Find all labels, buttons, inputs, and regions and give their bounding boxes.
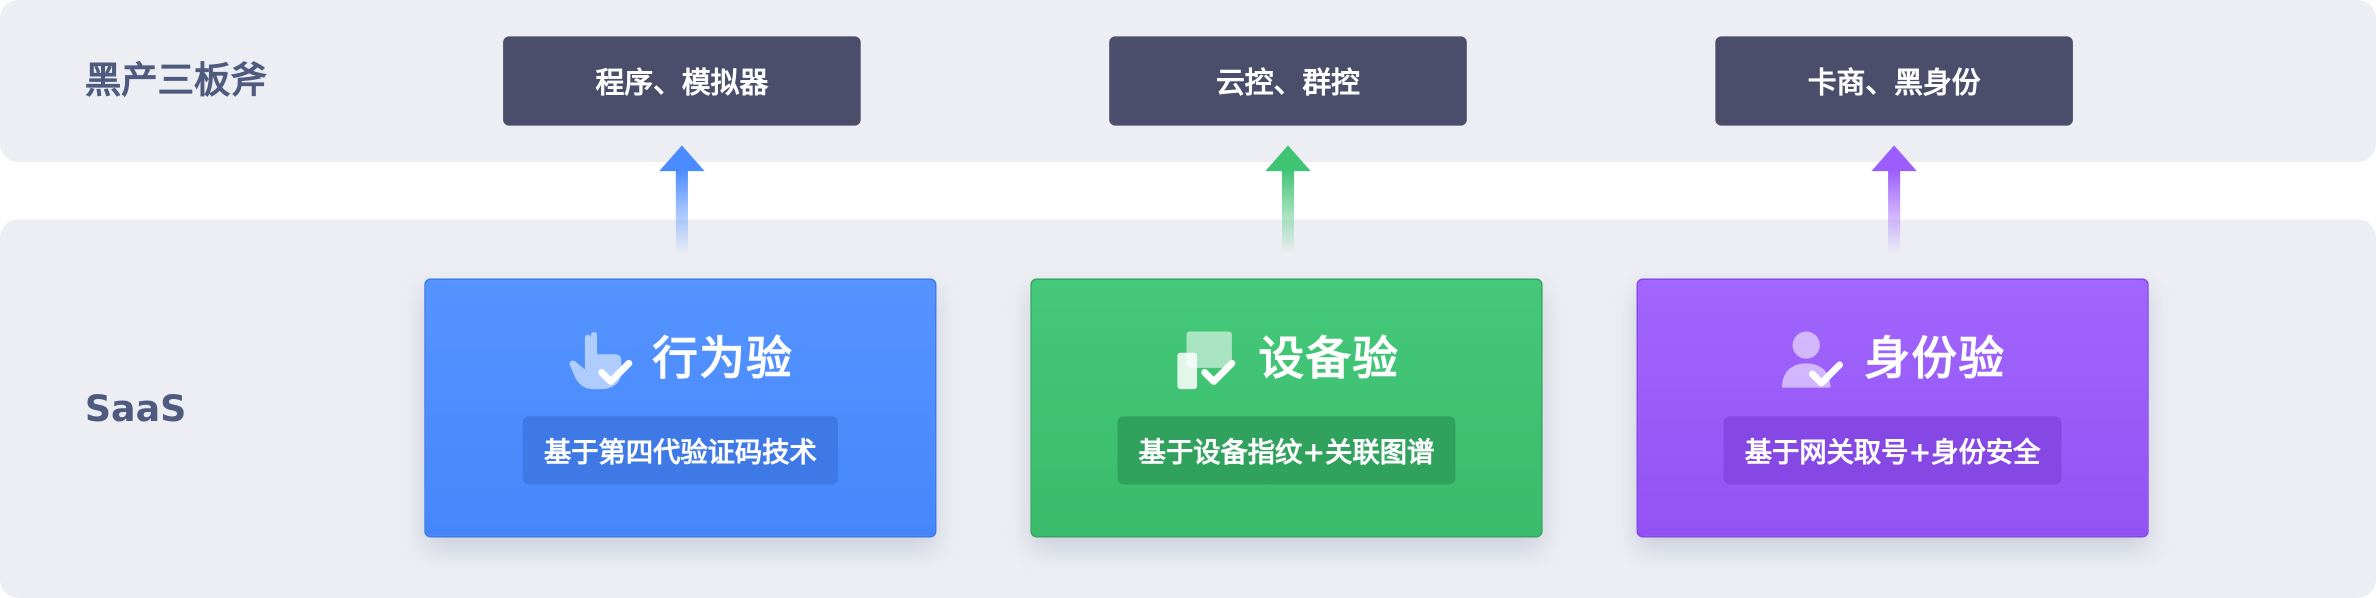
user-check-icon [1781,331,1843,388]
product-card-identity-verification: 身份验 基于网关取号+身份安全 [1636,278,2149,538]
product-description-identity: 基于网关取号+身份安全 [1723,416,2062,485]
product-card-device-verification: 设备验 基于设备指纹+关联图谱 [1030,278,1543,538]
product-description-behavior: 基于第四代验证码技术 [522,416,838,485]
card-header: 身份验 [1638,329,2147,393]
up-arrow-icon-purple [1871,145,1917,255]
product-title-identity: 身份验 [1864,333,2006,387]
card-header: 设备验 [1032,329,1541,393]
up-arrow-icon-green [1265,145,1311,255]
product-card-behavior-verification: 行为验 基于第四代验证码技术 [424,278,937,538]
device-check-icon [1176,331,1235,390]
row-label-saas: SaaS [84,387,187,430]
tactic-box-cloud-group-control: 云控、群控 [1109,36,1467,126]
product-description-device: 基于设备指纹+关联图谱 [1117,416,1456,485]
hand-check-icon [568,332,632,390]
product-title-device: 设备验 [1258,333,1400,387]
up-arrow-icon-blue [659,145,705,255]
product-title-behavior: 行为验 [652,333,794,387]
tactic-box-card-dealer-identity: 卡商、黑身份 [1715,36,2073,126]
card-header: 行为验 [426,329,935,393]
tactic-box-program-emulator: 程序、模拟器 [503,36,861,126]
row-label-black-industry: 黑产三板斧 [84,59,267,102]
